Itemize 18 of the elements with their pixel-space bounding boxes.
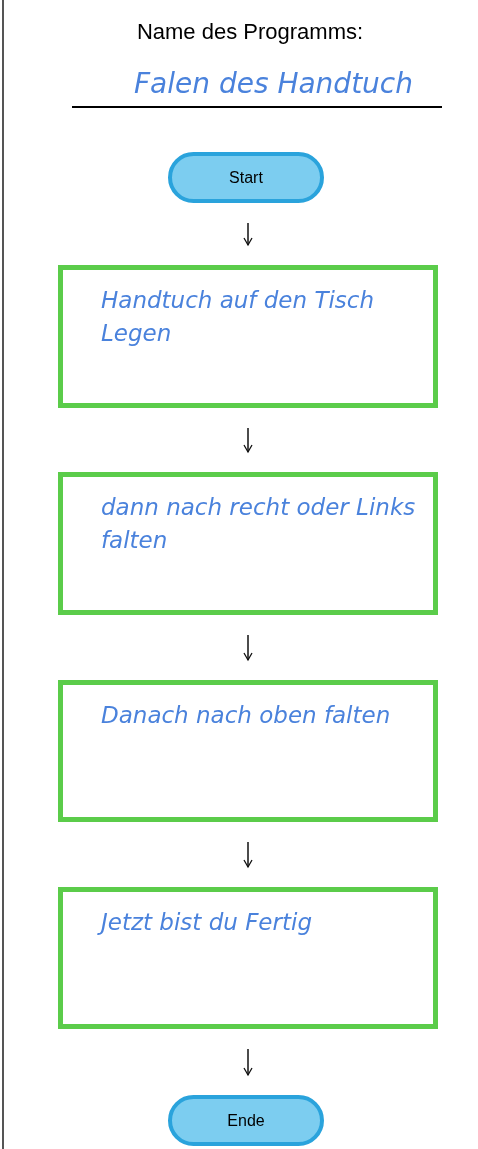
- process-box: [58, 472, 438, 615]
- handwritten-text: Danach nach oben falten: [101, 701, 392, 730]
- title: Name des Programms:: [135, 18, 365, 46]
- process-box: [58, 887, 438, 1029]
- arrow: [243, 841, 253, 868]
- handwritten-text: dann nach recht oder Links falten: [101, 493, 417, 556]
- process-box: [58, 680, 438, 822]
- terminal-label: Start: [229, 167, 263, 188]
- handwritten-text: Handtuch auf den Tisch Legen: [101, 286, 376, 349]
- terminal-label: Ende: [227, 1110, 265, 1131]
- arrow: [243, 1048, 253, 1076]
- arrow: [243, 634, 253, 661]
- terminal-pill: [168, 152, 324, 203]
- process-box: [58, 265, 438, 408]
- fill-in-line: Falen des Handtuch: [72, 70, 442, 108]
- arrow: [243, 427, 253, 453]
- terminal-pill: [168, 1095, 324, 1146]
- arrow: [243, 222, 253, 246]
